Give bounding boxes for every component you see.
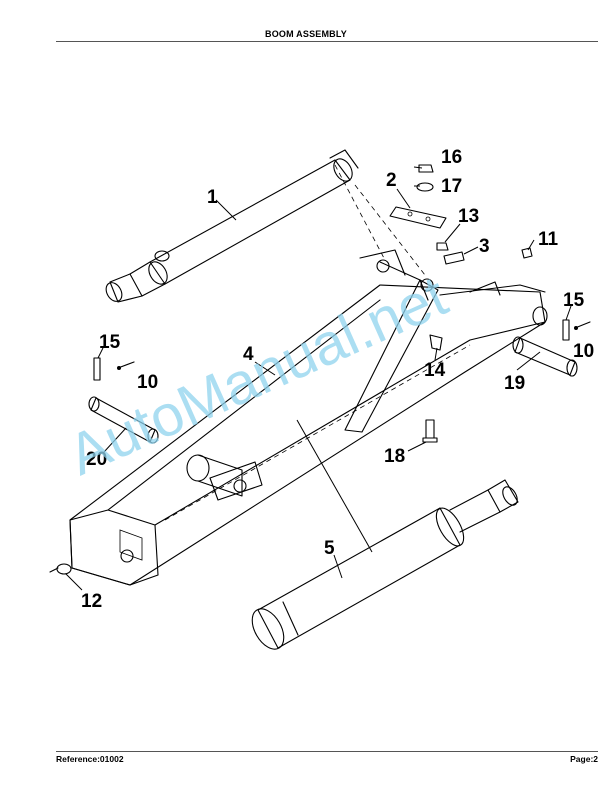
callout-2: 2	[386, 170, 397, 191]
callout-17: 17	[441, 176, 462, 197]
callout-4: 4	[243, 344, 254, 365]
callout-10-right: 10	[573, 341, 594, 362]
callout-5: 5	[324, 538, 335, 559]
part-4-boom-frame	[69, 164, 548, 586]
part-14-pin	[429, 334, 443, 351]
callout-16: 16	[441, 147, 462, 168]
callout-15-left: 15	[99, 332, 121, 353]
part-20-pin	[88, 396, 159, 444]
part-11-cap	[521, 247, 533, 259]
callout-1: 1	[207, 187, 218, 208]
part-18-bolt	[422, 419, 438, 443]
footer-rule	[56, 751, 598, 752]
part-12-cap	[49, 563, 72, 575]
callout-13: 13	[458, 206, 479, 227]
cross-tube	[186, 454, 263, 501]
part-16-nut	[418, 164, 434, 173]
page-title: BOOM ASSEMBLY	[265, 29, 347, 39]
part-1-lift-cylinder	[105, 149, 359, 303]
part-15-left-bolt	[93, 357, 101, 381]
callout-20: 20	[86, 449, 107, 470]
part-17-washer	[416, 182, 434, 192]
part-10-left-pin	[117, 361, 135, 370]
callout-19: 19	[504, 373, 525, 394]
callout-18: 18	[384, 446, 405, 467]
triangular-bracket	[344, 249, 439, 433]
callout-12: 12	[81, 591, 102, 612]
callout-3: 3	[479, 236, 490, 257]
part-13-nut	[436, 242, 449, 251]
callout-10-left: 10	[137, 372, 158, 393]
part-10-right-pin	[574, 321, 591, 330]
part-19-pin	[512, 336, 578, 377]
callout-15-right: 15	[563, 290, 585, 311]
reference-label: Reference:01002	[56, 754, 124, 764]
page-number: Page:2	[570, 754, 598, 764]
part-3-bolt	[443, 251, 465, 265]
part-5-boom-cylinder	[251, 479, 519, 650]
header-rule	[56, 41, 598, 42]
callout-14: 14	[424, 360, 446, 381]
callout-11: 11	[538, 229, 559, 250]
leader-lines	[65, 166, 572, 591]
part-2-plate	[389, 206, 447, 229]
part-15-right-bolt	[562, 319, 570, 341]
